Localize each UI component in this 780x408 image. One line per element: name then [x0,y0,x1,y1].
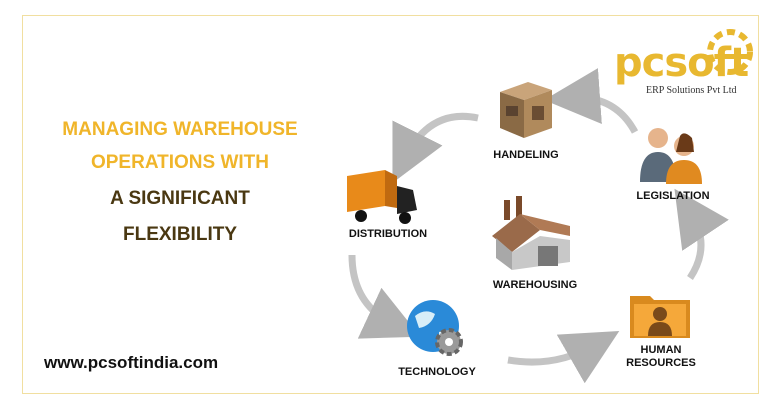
label-warehousing: WAREHOUSING [492,279,578,291]
logo-wordmark: pcsoft [614,40,749,86]
website-url[interactable]: www.pcsoftindia.com [44,353,219,372]
arrow-distribution-to-technology [348,254,421,339]
headline-line-4: FLEXIBILITY [123,224,237,245]
label-distribution: DISTRIBUTION [348,228,428,240]
arrow-hr-to-legislation [674,188,729,280]
frame-border [22,15,759,394]
headline-line-1: MANAGING WAREHOUSE [62,119,298,140]
truck-icon [347,170,417,224]
arrow-legislation-to-handeling [544,68,639,134]
warehouse-icon [492,196,570,270]
headline-line-3: A SIGNIFICANT [110,188,250,209]
people-icon [640,128,702,184]
arrow-handeling-to-distribution [392,112,479,184]
headline-line-2: OPERATIONS WITH [90,152,270,173]
label-resources: RESOURCES [626,357,696,369]
package-box-icon [500,82,552,138]
logo-tagline: ERP Solutions Pvt Ltd [646,85,737,96]
label-technology: TECHNOLOGY [398,366,476,378]
label-handeling: HANDELING [493,149,559,161]
label-legislation: LEGISLATION [636,190,710,202]
pcsoft-logo: pcsoft ERP Solutions Pvt Ltd [608,22,768,102]
arrow-technology-to-hr [507,331,620,384]
globe-gear-icon [407,300,463,356]
label-human: HUMAN [640,344,682,356]
gear-icon [707,29,753,75]
folder-person-icon [630,296,690,338]
